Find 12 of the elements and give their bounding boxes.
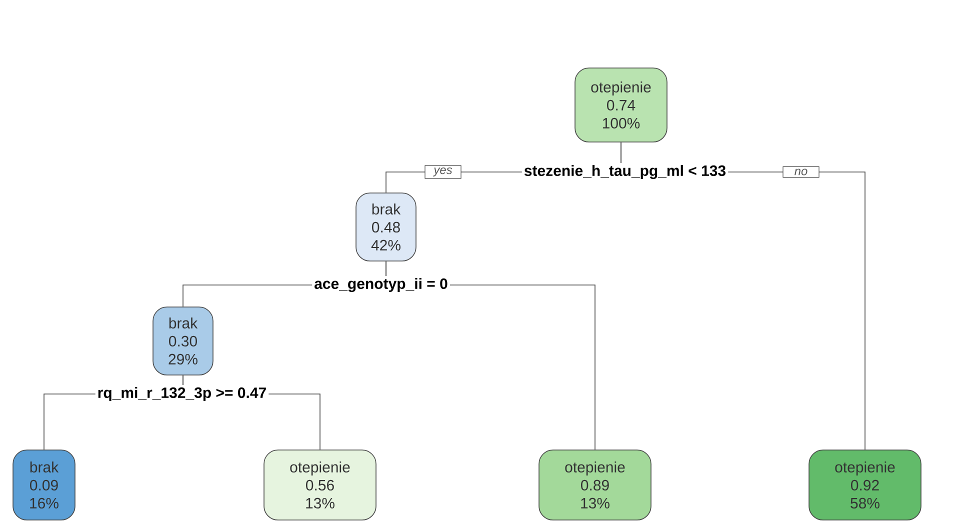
- edge-label: no: [782, 166, 820, 178]
- edge-label: yes: [424, 165, 462, 179]
- leaf-box: brak 0.30 29%: [152, 306, 214, 376]
- split-label: ace_genotyp_ii = 0: [312, 276, 450, 294]
- split-label: stezenie_h_tau_pg_ml < 133: [522, 162, 728, 182]
- split-label: rq_mi_r_132_3p >= 0.47: [95, 385, 269, 403]
- leaf-box: brak 0.09 16%: [12, 450, 76, 520]
- leaf-box: otepienie 0.89 13%: [538, 450, 652, 520]
- leaf-box: brak 0.48 42%: [356, 192, 416, 262]
- leaf-box: otepienie 0.92 58%: [808, 450, 922, 520]
- leaf-box: otepienie 0.74 100%: [574, 68, 668, 142]
- leaf-box: otepienie 0.56 13%: [264, 450, 376, 520]
